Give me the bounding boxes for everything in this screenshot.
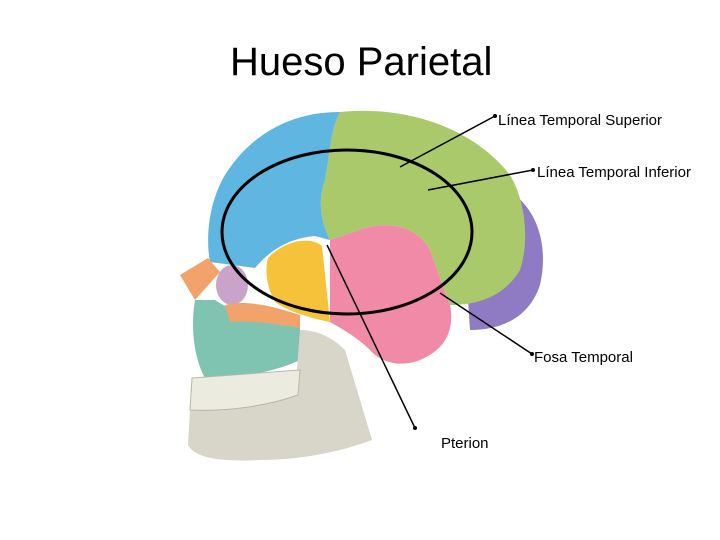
leader-line-fosa	[439, 292, 533, 355]
label-linea-temporal-inferior: Línea Temporal Inferior	[537, 164, 691, 181]
teeth	[189, 369, 301, 411]
nasal-bone	[180, 258, 220, 300]
label-linea-temporal-superior: Línea Temporal Superior	[498, 112, 662, 129]
label-fosa-temporal: Fosa Temporal	[534, 349, 633, 366]
leader-dot-inferior	[531, 168, 535, 172]
leader-line-inferior	[427, 169, 534, 191]
label-pterion: Pterion	[441, 435, 489, 452]
temporal-bone	[330, 225, 452, 364]
leader-dot-pterion	[413, 426, 417, 430]
temporal-lines-ellipse	[220, 148, 474, 316]
mandible	[188, 330, 372, 461]
parietal-bone	[320, 110, 526, 305]
leader-line-pterion	[326, 244, 416, 429]
frontal-bone	[208, 112, 340, 268]
slide-title: Hueso Parietal	[230, 40, 493, 84]
leader-dot-fosa	[530, 352, 534, 356]
orbit	[216, 265, 248, 305]
leader-dot-superior	[493, 114, 497, 118]
zygomatic-arch	[225, 303, 300, 328]
leader-line-superior	[399, 115, 496, 168]
